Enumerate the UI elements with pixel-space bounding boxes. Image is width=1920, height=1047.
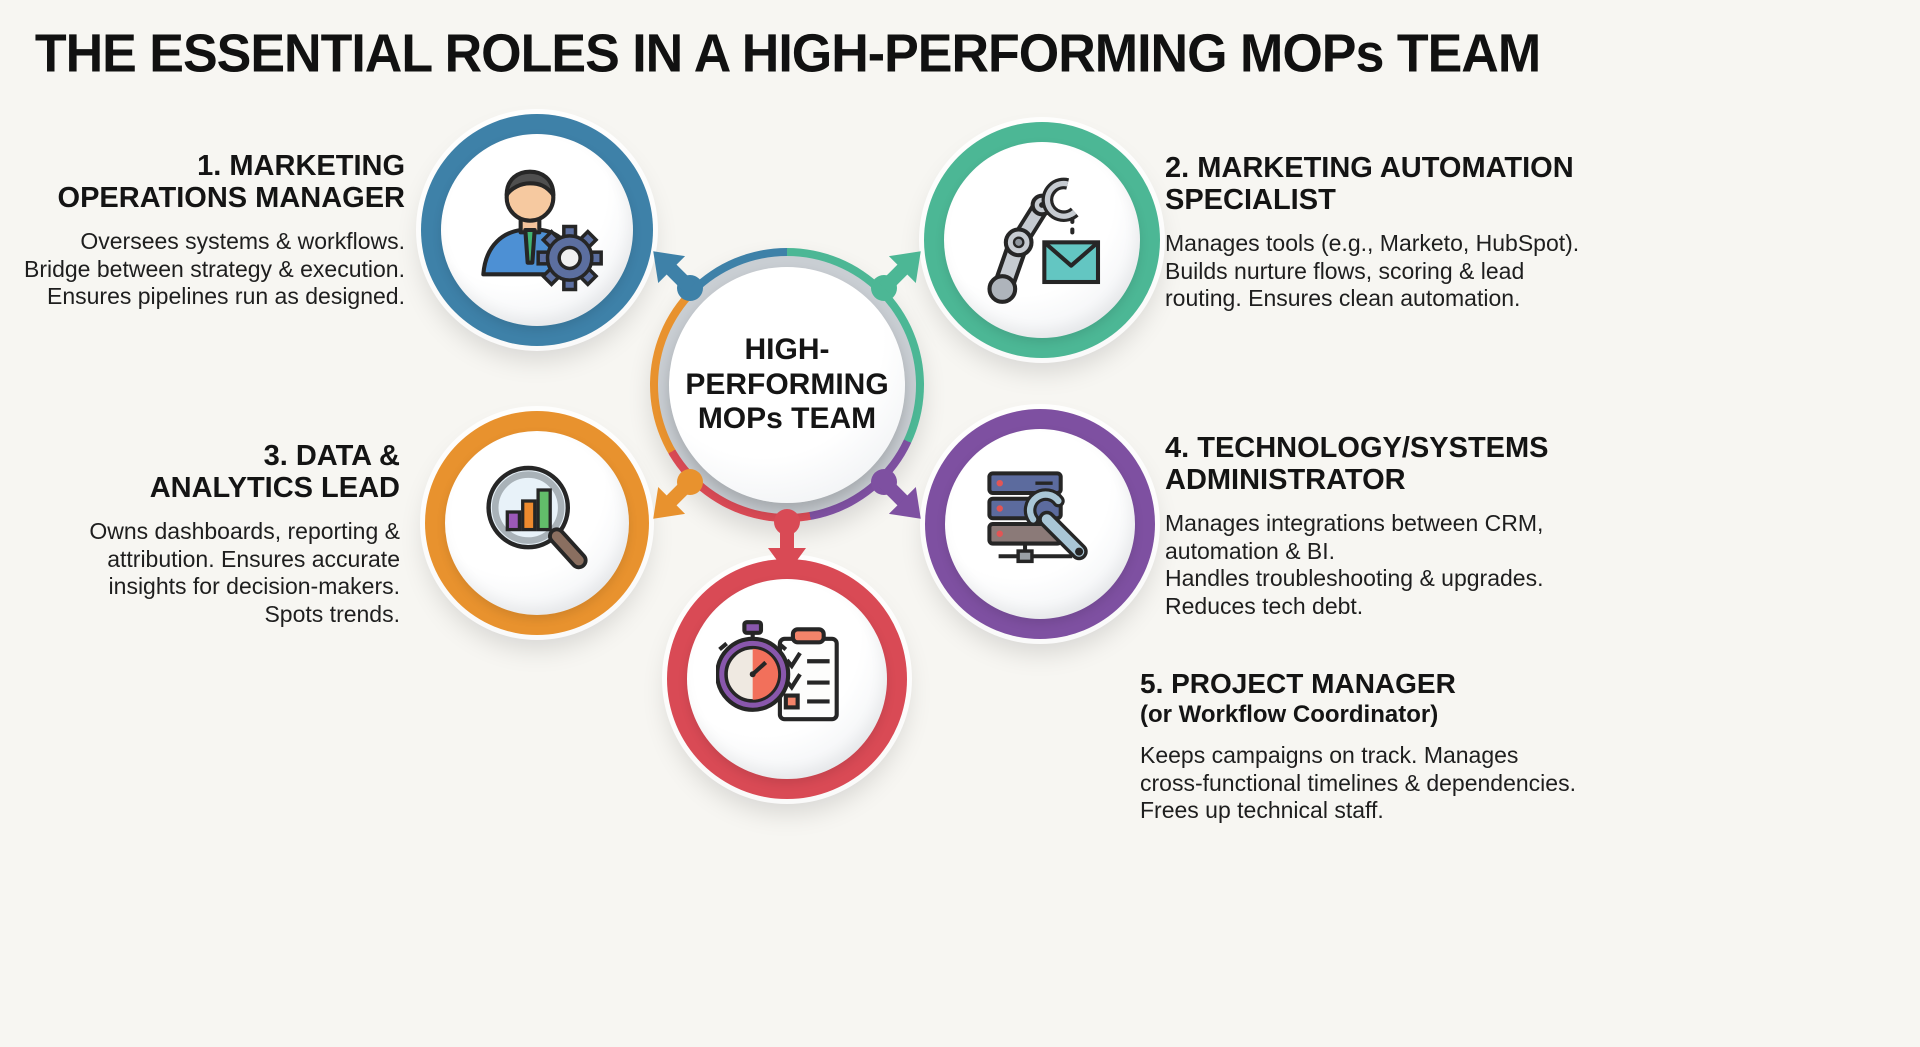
role-5-ring [667, 559, 907, 799]
arrow-to-role-3 [653, 469, 703, 519]
role-2-circle [944, 142, 1140, 338]
role-2-heading: 2. MARKETING AUTOMATION SPECIALIST [1165, 152, 1574, 217]
role-2-text-block: 2. MARKETING AUTOMATION SPECIALIST Manag… [1165, 152, 1579, 313]
role-3-ring [425, 411, 649, 635]
manager-person-gear-icon [481, 169, 603, 292]
role-3-text-block: 3. DATA & ANALYTICS LEAD Owns dashboards… [89, 440, 400, 628]
role-3-description: Owns dashboards, reporting & attribution… [89, 517, 400, 627]
role-3-circle [445, 431, 629, 615]
role-5-circle [687, 579, 887, 779]
role-5-heading: 5. PROJECT MANAGER [1140, 668, 1456, 699]
role-2-description: Manages tools (e.g., Marketo, HubSpot). … [1165, 229, 1580, 312]
stopwatch-checklist-icon [716, 620, 839, 722]
role-5-text-block: 5. PROJECT MANAGER (or Workflow Coordina… [1140, 668, 1576, 825]
robot-arm-email-icon [987, 177, 1101, 304]
role-1-circle [441, 134, 633, 326]
arrow-to-role-1 [653, 251, 703, 301]
center-hub-label: HIGH- PERFORMING MOPs TEAM [685, 333, 889, 436]
role-3-heading: 3. DATA & ANALYTICS LEAD [149, 440, 400, 505]
role-4-text-block: 4. TECHNOLOGY/SYSTEMS ADMINISTRATOR Mana… [1165, 432, 1549, 620]
role-4-heading: 4. TECHNOLOGY/SYSTEMS ADMINISTRATOR [1165, 432, 1549, 497]
center-hub-circle: HIGH- PERFORMING MOPs TEAM [669, 267, 905, 503]
role-2-ring [924, 122, 1160, 358]
arrow-to-role-5 [768, 509, 806, 574]
role-4-description: Manages integrations between CRM, automa… [1165, 509, 1544, 619]
role-4-ring [925, 409, 1155, 639]
server-wrench-icon [987, 471, 1088, 564]
page-title: THE ESSENTIAL ROLES IN A HIGH-PERFORMING… [34, 23, 1541, 85]
magnifier-bar-chart-icon [486, 465, 588, 570]
role-1-heading: 1. MARKETING OPERATIONS MANAGER [57, 150, 405, 215]
role-1-ring [421, 114, 653, 346]
role-1-description: Oversees systems & workflows. Bridge bet… [23, 227, 405, 310]
role-5-subheading: (or Workflow Coordinator) [1140, 701, 1439, 729]
role-1-text-block: 1. MARKETING OPERATIONS MANAGER Oversees… [24, 150, 405, 311]
arrow-to-role-4 [871, 469, 921, 519]
role-5-description: Keeps campaigns on track. Manages cross-… [1140, 741, 1576, 824]
role-4-circle [945, 429, 1135, 619]
arrow-to-role-2 [871, 251, 921, 301]
